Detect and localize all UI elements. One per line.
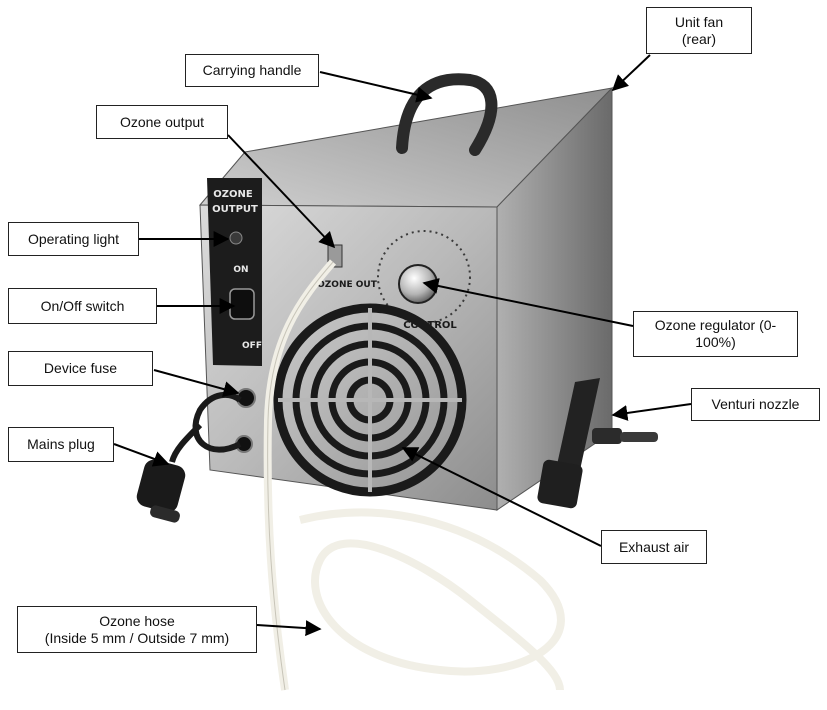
- ozone-regulator-callout: Ozone regulator (0- 100%): [633, 311, 798, 357]
- control-panel: OZONE OUTPUT ON OFF: [207, 178, 262, 366]
- carrying-handle-callout: Carrying handle: [185, 54, 319, 87]
- venturi-nozzle: [537, 378, 658, 509]
- panel-ozone-label: OZONE: [213, 189, 253, 200]
- ozone-out-label: OZONE OUT: [317, 280, 378, 290]
- operating-light-callout: Operating light: [8, 222, 139, 256]
- venturi-nozzle-callout: Venturi nozzle: [691, 388, 820, 421]
- fan-grille: [273, 303, 467, 497]
- operating-light: [229, 231, 243, 245]
- exhaust-air-callout: Exhaust air: [601, 530, 707, 564]
- panel-off-label: OFF: [242, 341, 262, 351]
- leader-lines: [113, 54, 692, 637]
- on-off-switch[interactable]: [229, 288, 255, 320]
- on-off-switch-callout: On/Off switch: [8, 288, 157, 324]
- ozone-output-callout: Ozone output: [96, 105, 228, 139]
- unit-fan-callout: Unit fan (rear): [646, 7, 752, 54]
- mains-plug: [136, 459, 186, 523]
- ozone-hose-callout: Ozone hose (Inside 5 mm / Outside 7 mm): [17, 606, 257, 653]
- mains-plug-callout: Mains plug: [8, 427, 114, 462]
- panel-on-label: ON: [233, 265, 248, 275]
- panel-output-label: OUTPUT: [212, 204, 258, 215]
- device-fuse-callout: Device fuse: [8, 351, 153, 386]
- carrying-handle: [396, 73, 498, 156]
